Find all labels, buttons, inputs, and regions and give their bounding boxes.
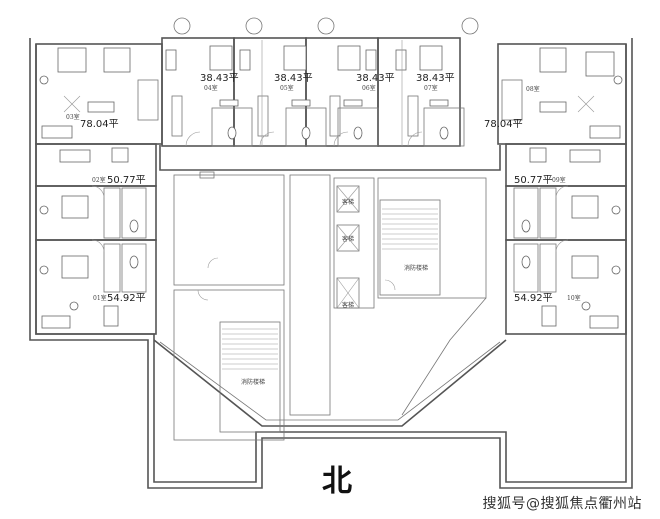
unit-02-area: 50.77平 xyxy=(107,175,146,186)
unit-06-room: 06室 xyxy=(362,84,376,92)
unit-09-area: 50.77平 xyxy=(514,175,553,186)
unit-05-area: 38.43平 xyxy=(274,73,313,84)
unit-01-area: 54.92平 xyxy=(107,293,146,304)
unit-10-area: 54.92平 xyxy=(514,293,553,304)
unit-03-area: 78.04平 xyxy=(80,119,119,130)
unit-06-area: 38.43平 xyxy=(356,73,395,84)
unit-03-room: 03室 xyxy=(66,113,80,121)
right-units xyxy=(497,43,627,335)
left-units xyxy=(35,43,163,335)
north-compass-label: 北 xyxy=(322,464,352,499)
top-units xyxy=(161,17,479,147)
unit-labels: 78.04平 03室 38.43平 04室 38.43平 05室 38.43平 … xyxy=(66,73,581,304)
unit-05-room: 05室 xyxy=(280,84,294,92)
elevator-label-3: 客梯 xyxy=(342,301,354,309)
fire-stair-right xyxy=(379,199,441,296)
fire-stair-label-left: 消防楼梯 xyxy=(241,378,265,386)
elevator-label-2: 客梯 xyxy=(342,235,354,243)
unit-04-room: 04室 xyxy=(204,84,218,92)
elevator-shaft xyxy=(336,185,360,309)
unit-02-room: 02室 xyxy=(92,176,106,184)
unit-08-room: 08室 xyxy=(526,85,540,93)
fire-stair-label-right: 消防楼梯 xyxy=(404,264,428,272)
fire-stair-left xyxy=(219,321,281,433)
facility-labels: 客梯 客梯 客梯 消防楼梯 消防楼梯 xyxy=(241,198,428,386)
unit-01-room: 01室 xyxy=(93,294,107,302)
unit-07-room: 07室 xyxy=(424,84,438,92)
unit-08-area: 78.04平 xyxy=(484,119,523,130)
unit-07-area: 38.43平 xyxy=(416,73,455,84)
unit-04-area: 38.43平 xyxy=(200,73,239,84)
unit-09-room: 09室 xyxy=(552,176,566,184)
unit-10-room: 10室 xyxy=(567,294,581,302)
watermark: 搜狐号@搜狐焦点衢州站 xyxy=(482,496,642,512)
elevator-label-1: 客梯 xyxy=(342,198,354,206)
central-core xyxy=(159,145,501,441)
